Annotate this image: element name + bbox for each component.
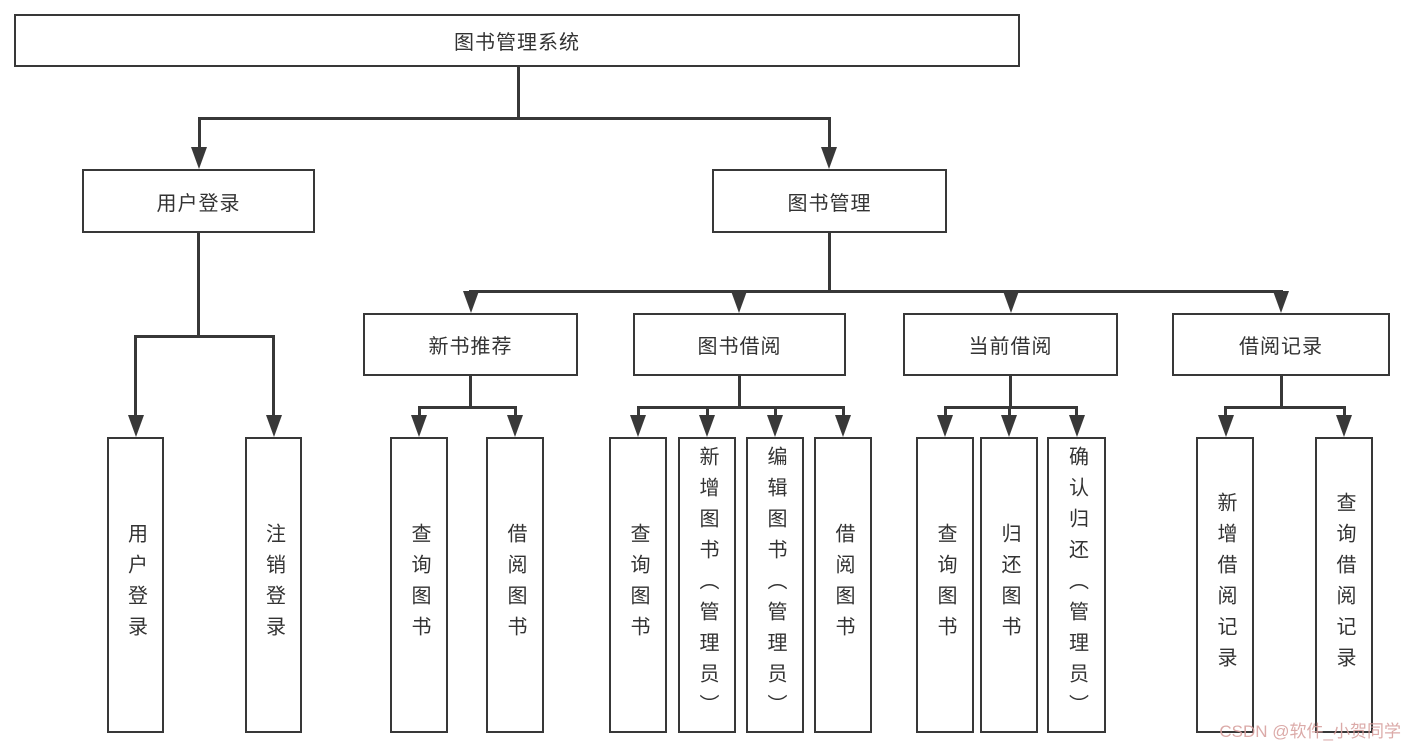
node-query-books: 查询图书 [916,437,974,733]
connector-line [828,233,831,290]
connector-line [469,376,472,406]
node-user-login: 用户登录 [82,169,315,233]
connector-line [197,117,201,151]
connector-line [773,406,777,418]
connector-line [943,406,1078,409]
connector-line [1224,406,1344,409]
connector-line [1009,376,1012,406]
arrowhead-icon [127,415,144,437]
node-confirm-return-admin: 确认归还（管理员） [1047,437,1106,733]
connector-line [841,406,845,418]
node-logout: 注销登录 [245,437,302,733]
arrowhead-icon [462,291,479,313]
node-borrow-books: 借阅图书 [814,437,872,733]
arrowhead-icon [630,415,646,437]
arrowhead-icon [767,415,783,437]
node-library-system: 图书管理系统 [14,14,1020,67]
connector-line [197,117,831,120]
connector-line [417,406,421,418]
connector-line [1007,406,1011,418]
node-edit-books-admin: 编辑图书（管理员） [746,437,804,733]
connector-line [1075,406,1078,418]
watermark: CSDN @软件_小贺同学 [1219,722,1401,741]
connector-line [134,335,137,419]
arrowhead-icon [699,415,715,437]
node-query-books: 查询图书 [390,437,448,733]
connector-line [1342,406,1346,418]
connector-line [636,406,640,418]
node-user-login-leaf: 用户登录 [107,437,164,733]
node-return-books: 归还图书 [980,437,1038,733]
arrowhead-icon [1273,291,1289,313]
arrowhead-icon [1068,415,1085,437]
node-borrow-books: 借阅图书 [486,437,544,733]
node-borrowing-records: 借阅记录 [1172,313,1390,376]
connector-line [1224,406,1227,418]
connector-line [417,406,517,409]
arrowhead-icon [191,147,207,169]
node-book-management: 图书管理 [712,169,947,233]
connector-line [469,290,1282,293]
arrowhead-icon [1217,415,1234,437]
arrowhead-icon [411,415,427,437]
node-add-books-admin: 新增图书（管理员） [678,437,736,733]
connector-line [134,335,275,338]
node-new-book-recommend: 新书推荐 [363,313,578,376]
connector-line [738,376,741,406]
connector-line [516,67,520,117]
arrowhead-icon [821,147,837,169]
connector-line [197,233,200,335]
arrowhead-icon [731,291,747,313]
arrowhead-icon [835,415,851,437]
arrowhead-icon [265,415,282,437]
connector-line [272,335,275,419]
arrowhead-icon [507,415,523,437]
connector-line [943,406,947,418]
connector-line [636,406,845,409]
arrowhead-icon [1001,415,1017,437]
node-book-borrowing: 图书借阅 [633,313,846,376]
node-query-books: 查询图书 [609,437,667,733]
node-add-borrow-record: 新增借阅记录 [1196,437,1254,733]
arrowhead-icon [1002,291,1019,313]
connector-line [827,117,831,151]
node-current-borrowing: 当前借阅 [903,313,1118,376]
connector-line [513,406,517,418]
node-query-borrow-record: 查询借阅记录 [1315,437,1373,733]
arrowhead-icon [937,415,953,437]
arrowhead-icon [1336,415,1352,437]
connector-line [705,406,709,418]
connector-line [1279,376,1283,406]
